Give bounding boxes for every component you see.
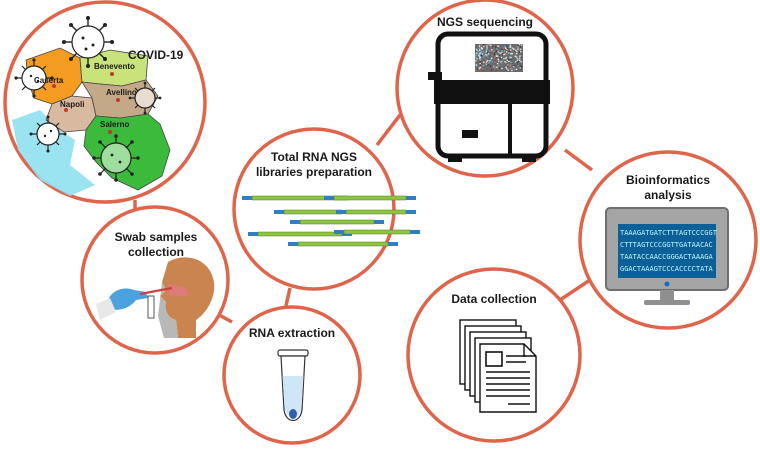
sequence-line: TAATACCAACCGGGACTAAAGA [620, 253, 713, 261]
libraries-circle [232, 127, 396, 291]
libraries-label-line1: Total RNA NGS [271, 150, 357, 164]
connector-libraries-ngs [375, 113, 402, 147]
sequence-line: TAAAGATGATCTTTAGTCCCGGT [620, 229, 717, 237]
swab-label-line1: Swab samples [114, 230, 198, 244]
bioinformatics-label: Bioinformatics analysis [608, 173, 728, 203]
data-collection-label: Data collection [451, 292, 537, 306]
rna-extraction-label: RNA extraction [248, 326, 336, 340]
city-dot [64, 108, 68, 112]
virus-icons [14, 16, 162, 182]
connector-ngs-bio [563, 148, 594, 172]
monitor-icon [605, 207, 729, 305]
documents-icon [459, 319, 537, 413]
virus-icon [14, 58, 54, 98]
map-label-avellino: Avellino [106, 88, 137, 97]
screen-noise [475, 44, 523, 72]
sea-area [12, 110, 95, 196]
bioinformatics-label-line2: analysis [644, 188, 692, 202]
glove-hand [108, 288, 148, 310]
sequence-line: GGACTAAAGTCCCACCCCTATA [620, 265, 713, 273]
rna-tube-icon [277, 349, 309, 422]
sequence-line: CTTTAGTCCCGGTTGATAACAC [620, 241, 713, 249]
sequence-read [290, 219, 384, 225]
library-reads [242, 195, 420, 247]
city-dot [116, 98, 120, 102]
map-label-salerno: Salerno [100, 120, 130, 129]
connector-bio-data [559, 278, 591, 302]
swab-label: Swab samples collection [108, 230, 204, 260]
virus-icon [62, 16, 114, 68]
sequence-read [336, 209, 416, 215]
bioinformatics-label-line1: Bioinformatics [625, 173, 710, 187]
head-profile [160, 257, 215, 338]
libraries-label-line2: libraries preparation [255, 165, 373, 179]
city-dot [108, 130, 112, 134]
swab-label-line2: collection [127, 245, 184, 259]
map-label-benevento: Benevento [94, 62, 135, 71]
sequencer-icon [428, 31, 550, 162]
swab-illustration [96, 257, 215, 338]
nasal-cavity [168, 284, 188, 296]
city-dot [52, 84, 56, 88]
arm-sleeve [96, 298, 116, 320]
monitor-screen [618, 224, 716, 278]
virus-icon [92, 134, 140, 182]
virus-icon [29, 115, 67, 153]
swab-stick [139, 286, 173, 296]
sequence-read [288, 241, 398, 247]
sequence-read [334, 229, 420, 235]
map-label-caserta: Caserta [34, 76, 64, 85]
city-dot [110, 72, 114, 76]
map-label-napoli: Napoli [60, 100, 85, 109]
virus-icon [128, 81, 162, 115]
head-section [158, 282, 178, 338]
libraries-label: Total RNA NGS libraries preparation [244, 150, 384, 180]
ngs-label: NGS sequencing [436, 15, 534, 29]
sequence-read [324, 195, 416, 201]
swab-tube [147, 295, 155, 319]
covid-label: COVID-19 [128, 48, 184, 62]
